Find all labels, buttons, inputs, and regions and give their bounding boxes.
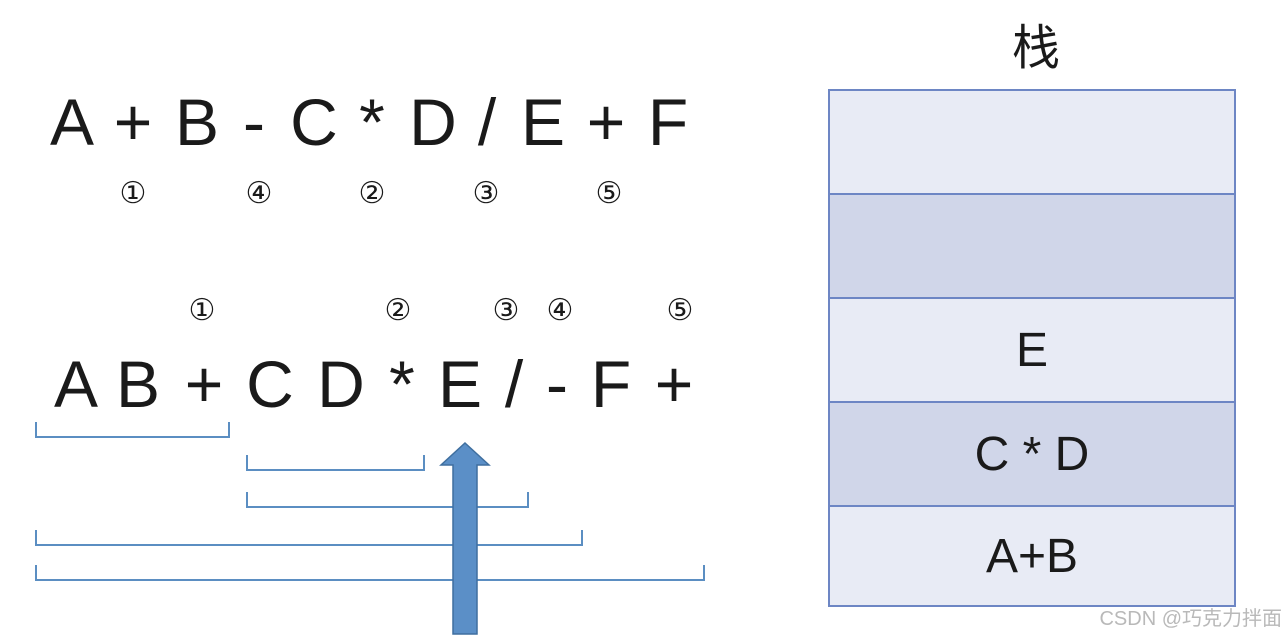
postfix-token-operand: D — [317, 347, 365, 421]
infix-order-mark: ② — [358, 176, 386, 211]
infix-order-mark: ④ — [245, 176, 273, 211]
stack-slot-3: E — [830, 299, 1234, 403]
infix-token-operand: B — [174, 85, 220, 159]
postfix-token-operator: / — [504, 347, 524, 421]
postfix-token-operator: + — [184, 347, 224, 421]
watermark: CSDN @巧克力拌面 — [1099, 608, 1282, 630]
scan-pointer-arrow — [439, 441, 491, 635]
stack-container: E C * D A+B — [828, 89, 1236, 607]
postfix-order-mark: ① — [188, 293, 216, 328]
bracket-plus-f — [35, 565, 705, 581]
infix-token-operand: A — [49, 85, 95, 159]
bracket-a-plus-b — [35, 422, 230, 438]
infix-order-mark: ③ — [472, 176, 500, 211]
infix-token-operand: E — [520, 85, 566, 159]
postfix-token-operand: C — [246, 347, 294, 421]
stack-slot-1 — [830, 91, 1234, 195]
infix-token-operator: * — [359, 85, 385, 159]
infix-token-operator: + — [586, 85, 626, 159]
infix-token-operator: - — [243, 85, 265, 159]
infix-order-mark: ⑤ — [595, 176, 623, 211]
postfix-token-operand: F — [590, 347, 632, 421]
infix-token-operand: D — [409, 85, 457, 159]
infix-token-operand: C — [290, 85, 338, 159]
postfix-token-operand: A — [53, 347, 99, 421]
bracket-c-times-d — [246, 455, 425, 471]
postfix-order-mark: ② — [384, 293, 412, 328]
bracket-layer — [35, 422, 705, 635]
bracket-minus — [35, 530, 583, 546]
infix-order-mark: ① — [119, 176, 147, 211]
infix-token-operand: F — [647, 85, 689, 159]
postfix-order-mark: ⑤ — [666, 293, 694, 328]
stack-slot-4: C * D — [830, 403, 1234, 507]
postfix-token-operand: E — [437, 347, 483, 421]
postfix-token-operator: * — [389, 347, 415, 421]
stack-slot-5: A+B — [830, 507, 1234, 605]
postfix-order-mark: ③ — [492, 293, 520, 328]
postfix-order-mark: ④ — [546, 293, 574, 328]
postfix-token-operator: + — [654, 347, 694, 421]
stack-slot-2 — [830, 195, 1234, 299]
infix-token-operator: + — [113, 85, 153, 159]
stack-title: 栈 — [1011, 20, 1060, 76]
postfix-token-operator: - — [546, 347, 568, 421]
postfix-token-operand: B — [115, 347, 161, 421]
bracket-cd-div-e — [246, 492, 529, 508]
infix-token-operator: / — [477, 85, 497, 159]
